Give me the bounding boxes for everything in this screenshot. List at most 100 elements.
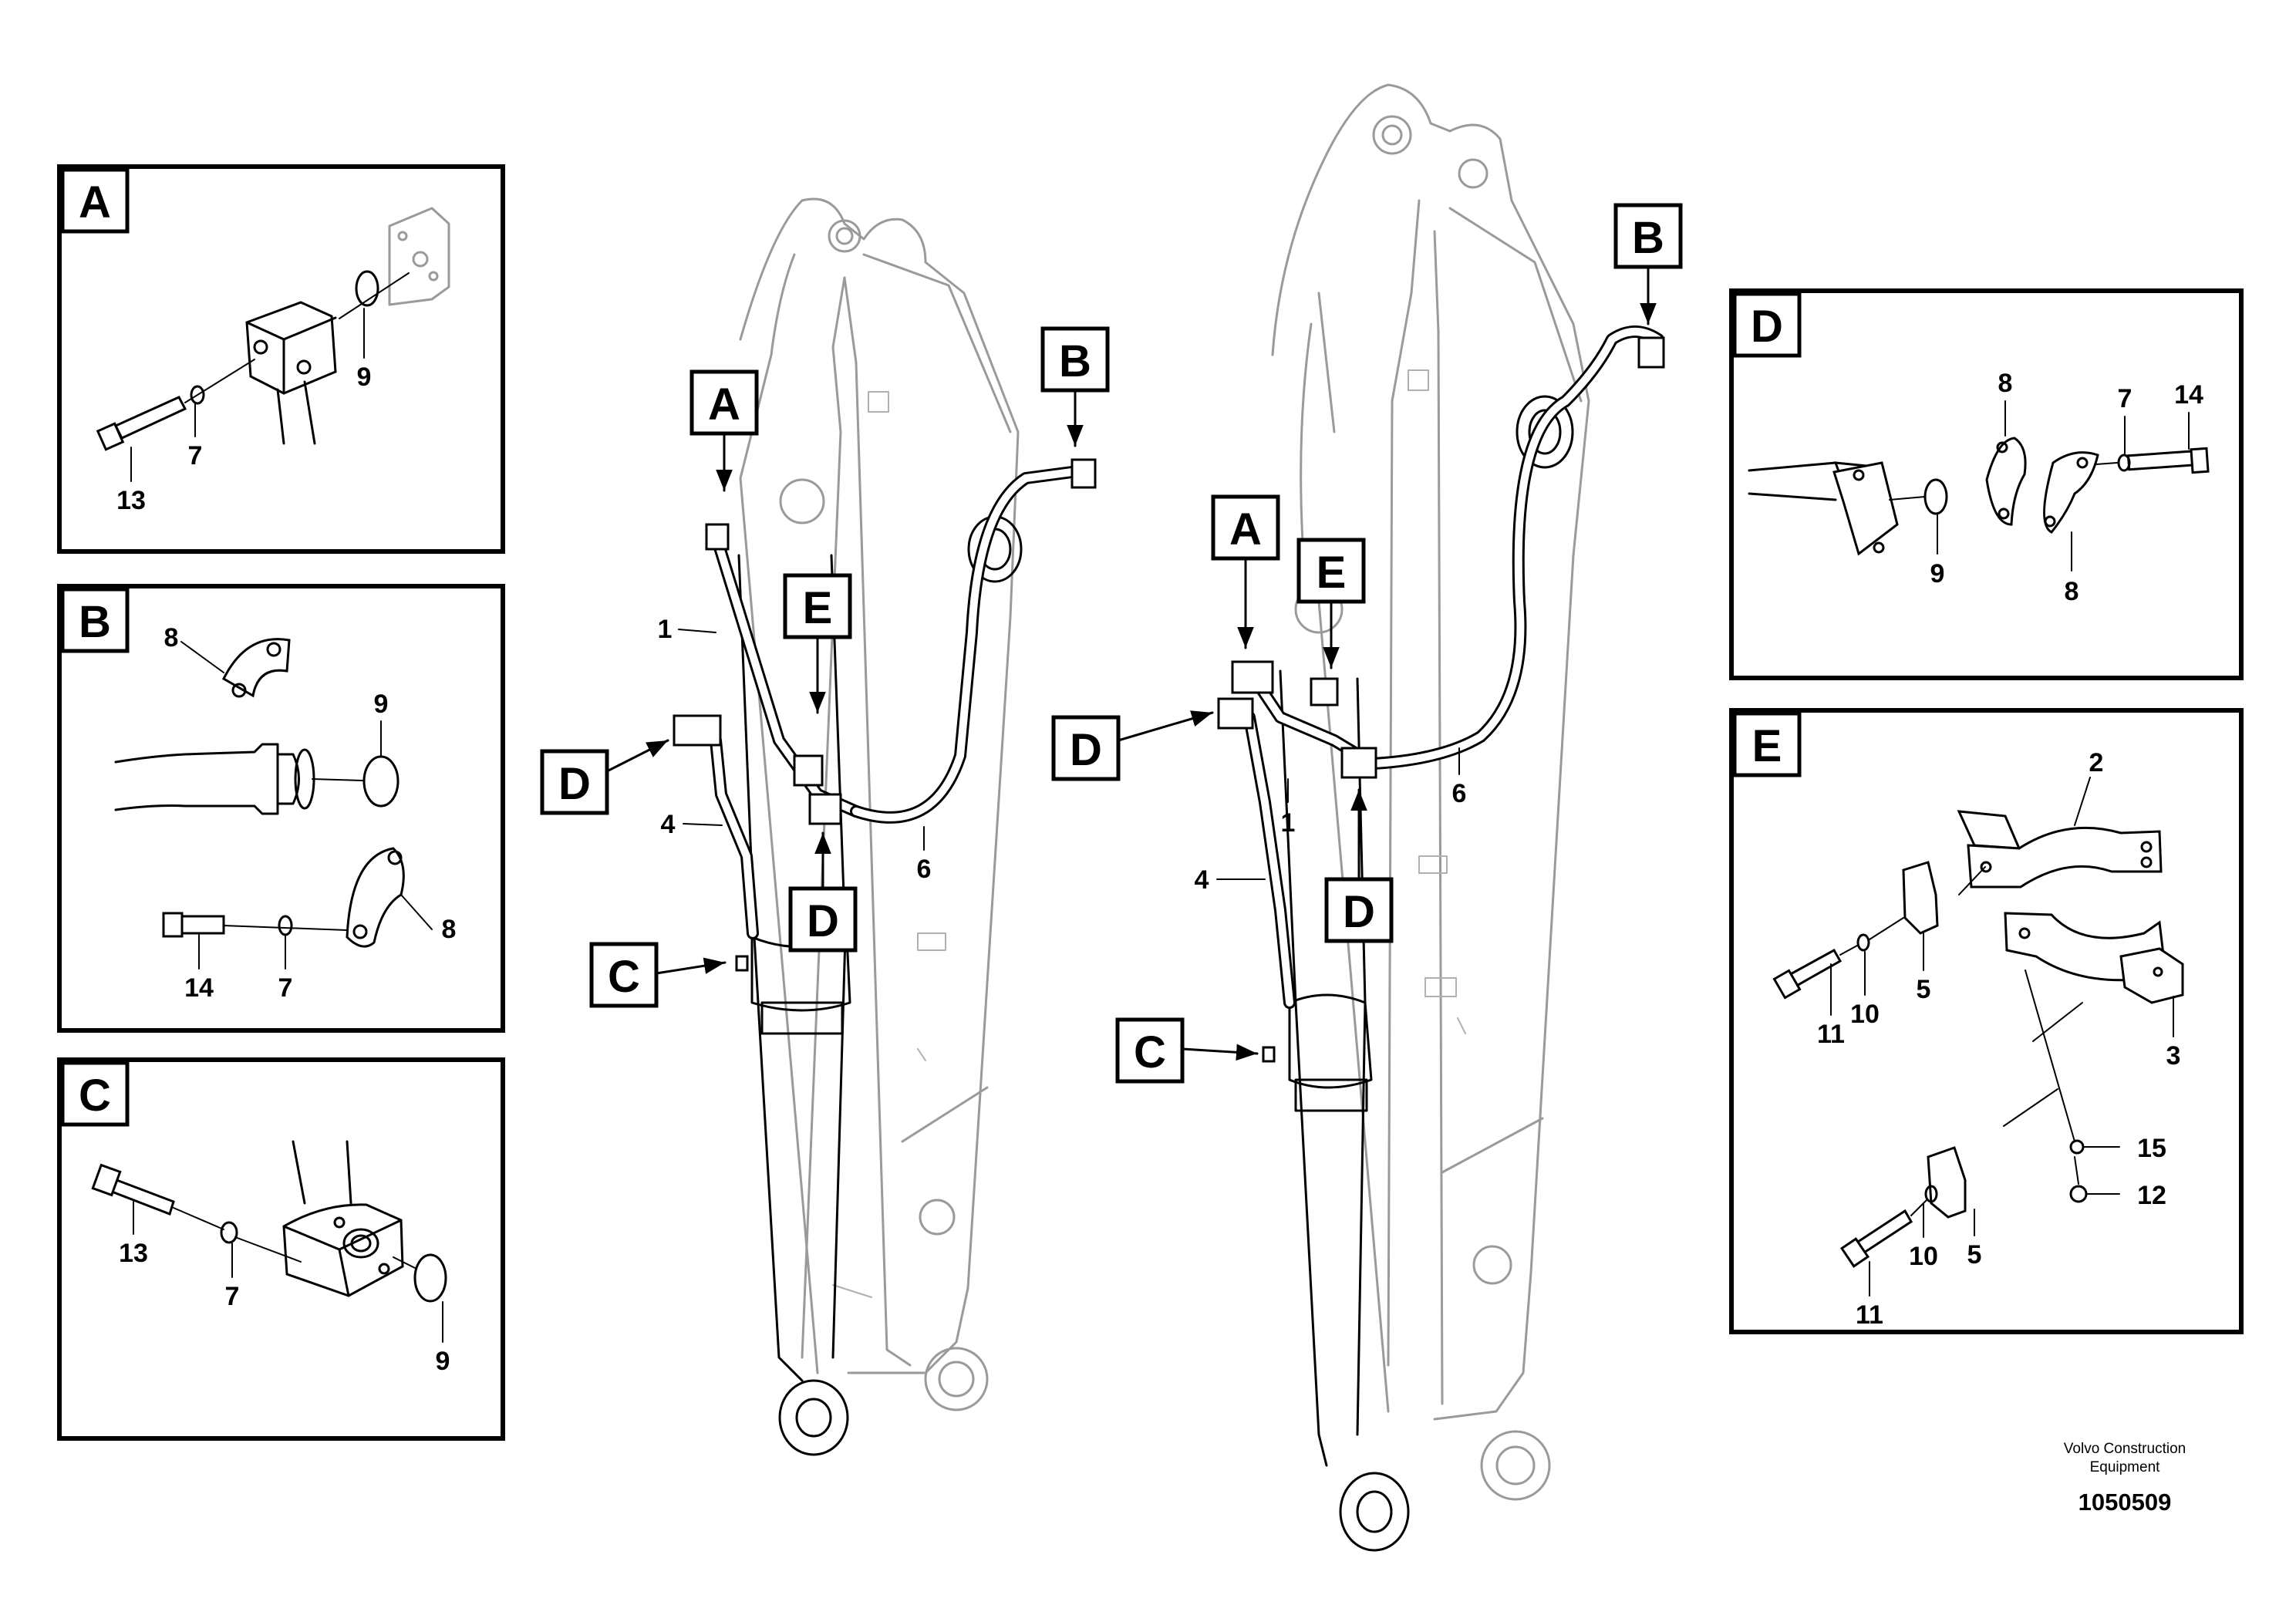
fitting-e-left — [793, 754, 824, 787]
brand-line-1: Volvo Construction — [2064, 1441, 2186, 1457]
tag-c-left: C — [608, 952, 640, 1002]
flange-pipe-illustration — [282, 1140, 404, 1297]
arrowhead-icon — [605, 739, 669, 773]
boom-tip-right — [1480, 1430, 1551, 1501]
fitting-d-right — [1217, 697, 1254, 730]
callout-8: 8 — [1998, 369, 2013, 398]
bolt-illustration-2 — [1839, 1209, 1913, 1268]
left-boom-assembly: A B E D D C 1 4 6 — [540, 197, 1110, 1456]
tag-d-left: D — [558, 759, 591, 809]
fitting-a-left — [705, 523, 730, 551]
callout-14: 14 — [2174, 380, 2203, 410]
washer-illustration — [220, 1221, 238, 1244]
tag-b-right: B — [1632, 213, 1664, 263]
washer-illustration — [190, 385, 205, 405]
fitting-a-right — [1231, 660, 1274, 694]
fitting-d2-right — [1340, 747, 1377, 779]
detail-box-e: E — [1729, 708, 2244, 1334]
spacer-block-illustration-2 — [1927, 1146, 1967, 1219]
callout-7: 7 — [188, 441, 203, 470]
detail-c-letter: C — [79, 1071, 111, 1121]
fitting-b-right — [1637, 336, 1665, 369]
tag-d-left-lower: D — [807, 896, 839, 946]
arrowhead-icon — [1181, 1044, 1259, 1061]
callout-9: 9 — [1930, 559, 1945, 588]
callout-1-left: 1 — [658, 615, 673, 644]
fitting-e-right — [1310, 677, 1339, 706]
o-ring-illustration — [355, 270, 379, 307]
detail-d-letter: D — [1751, 302, 1783, 352]
screw-illustration — [2069, 1185, 2088, 1203]
callout-13: 13 — [119, 1239, 148, 1268]
left-boom-body — [739, 197, 1020, 1374]
callout-4-right: 4 — [1195, 865, 1209, 895]
left-arm-cylinder — [737, 554, 851, 1456]
callout-9: 9 — [357, 363, 372, 392]
half-clamp-illustration — [222, 638, 291, 698]
washer-illustration — [1856, 933, 1870, 952]
tag-e-right: E — [1317, 548, 1347, 598]
bolt-illustration — [96, 359, 255, 451]
callout-11-lower: 11 — [1856, 1300, 1883, 1330]
right-boom-assembly: B A E D D C 1 4 6 — [1051, 83, 1683, 1552]
callout-10: 10 — [1850, 1000, 1880, 1029]
detail-e-letter: E — [1752, 721, 1782, 771]
right-arm-cylinder — [1279, 669, 1410, 1552]
document-number: 1050509 — [2079, 1489, 2172, 1516]
footer: Volvo Construction Equipment 1050509 — [2064, 1441, 2186, 1516]
tag-e-left: E — [803, 583, 833, 633]
o-ring-illustration — [362, 755, 400, 808]
callout-13: 13 — [116, 486, 146, 515]
fitting-c-right — [1262, 1046, 1276, 1063]
callout-8: 8 — [164, 623, 179, 653]
clamp-upper-illustration — [1957, 810, 2163, 889]
callout-4-left: 4 — [661, 810, 676, 839]
washer-illustration — [278, 915, 293, 936]
hose-fitting-illustration — [114, 743, 315, 815]
callout-5-lower: 5 — [1967, 1240, 1982, 1270]
half-clamp-illustration-2 — [2042, 451, 2099, 534]
detail-a-letter: A — [79, 177, 111, 228]
spacer-block-illustration — [1902, 861, 1939, 935]
boom-tip-left — [924, 1347, 989, 1411]
callout-15: 15 — [2137, 1134, 2166, 1163]
callout-14: 14 — [184, 973, 214, 1003]
tag-b-left: B — [1059, 336, 1091, 386]
detail-box-d: D 8 7 14 9 8 — [1729, 288, 2244, 680]
callout-9: 9 — [374, 690, 389, 719]
arrowhead-icon — [655, 957, 727, 975]
callout-7: 7 — [2118, 384, 2132, 413]
callout-6-right: 6 — [1452, 779, 1467, 808]
hose-6-left — [850, 466, 1078, 824]
hose-flange-illustration — [1748, 461, 1899, 556]
bolt-illustration — [2126, 449, 2200, 471]
arrowhead-icon — [1117, 710, 1214, 742]
detail-b-letter: B — [79, 597, 111, 647]
tag-a-left: A — [708, 379, 740, 430]
fitting-d2-left — [808, 793, 842, 825]
washer-illustration-3 — [2069, 1139, 2085, 1155]
clamp-lower-illustration — [2004, 912, 2184, 1004]
brand-line-2: Equipment — [2090, 1459, 2161, 1475]
callout-7: 7 — [225, 1282, 240, 1311]
tag-c-right: C — [1134, 1027, 1166, 1077]
fitting-c-left — [735, 955, 749, 972]
callout-8-lower: 8 — [2065, 577, 2079, 606]
callout-12: 12 — [2137, 1181, 2166, 1210]
detail-box-a: A 9 7 13 — [57, 164, 505, 554]
callout-6-left: 6 — [917, 855, 932, 884]
mounting-plate-illustration — [388, 207, 450, 306]
detail-box-b: B 8 9 8 14 7 — [57, 584, 505, 1033]
fitting-d-left — [673, 714, 722, 747]
washer-illustration — [2117, 454, 2131, 472]
callout-11: 11 — [1817, 1020, 1845, 1049]
detail-box-c: C 13 7 9 — [57, 1057, 505, 1441]
callout-7: 7 — [278, 973, 293, 1003]
callout-10-lower: 10 — [1909, 1242, 1938, 1271]
callout-2: 2 — [2089, 748, 2104, 777]
fitting-b-left — [1070, 458, 1097, 489]
boom-pin-right — [1515, 395, 1574, 469]
washer-illustration-2 — [1924, 1185, 1938, 1203]
bolt-illustration — [1772, 948, 1843, 1000]
